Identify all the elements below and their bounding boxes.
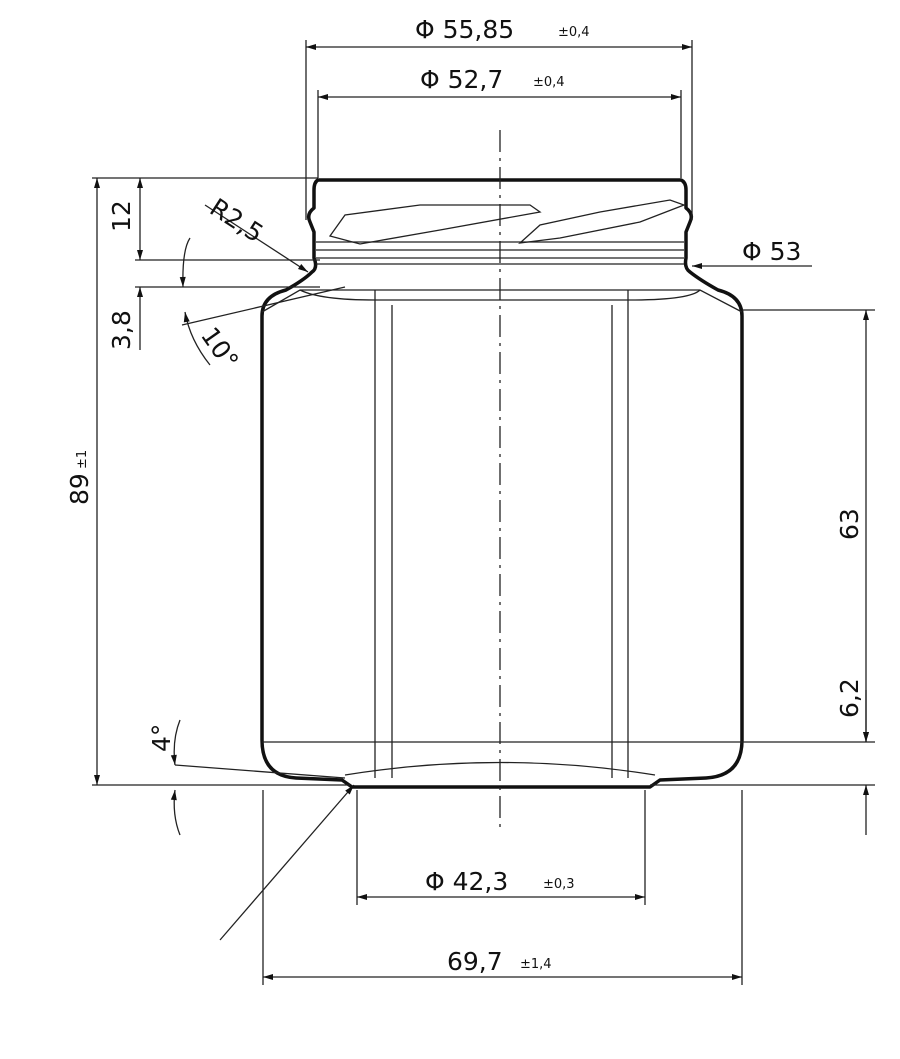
dim-body-width: 69,7 xyxy=(447,947,503,976)
dim-neck-height: 3,8 xyxy=(107,310,136,350)
dim-inner-thread-diameter: Φ 52,7 xyxy=(420,65,503,94)
extension-lines xyxy=(92,40,875,985)
dim-total-height-tolerance: ±1 xyxy=(75,450,90,469)
dim-finish-height: 12 xyxy=(107,200,136,232)
dim-neck-diameter: Φ 53 xyxy=(742,237,801,266)
dim-base-angle: 4° xyxy=(147,724,176,752)
dim-base-height: 6,2 xyxy=(835,678,864,718)
dimension-lines xyxy=(94,44,869,980)
dim-inner-thread-tolerance: ±0,4 xyxy=(533,75,565,90)
dim-shoulder-angle: 10° xyxy=(195,322,244,375)
dim-base-diameter: Φ 42,3 xyxy=(425,867,508,896)
jar-outline xyxy=(260,178,744,789)
dim-outer-thread-diameter: Φ 55,85 xyxy=(415,15,514,44)
dim-outer-thread-tolerance: ±0,4 xyxy=(558,25,590,40)
dim-body-width-tolerance: ±1,4 xyxy=(520,957,552,972)
dim-base-diameter-tolerance: ±0,3 xyxy=(543,877,575,892)
dim-body-height: 63 xyxy=(835,508,864,540)
dim-total-height: 89 ±1 xyxy=(65,450,94,505)
dim-total-height-value: 89 xyxy=(65,473,94,505)
